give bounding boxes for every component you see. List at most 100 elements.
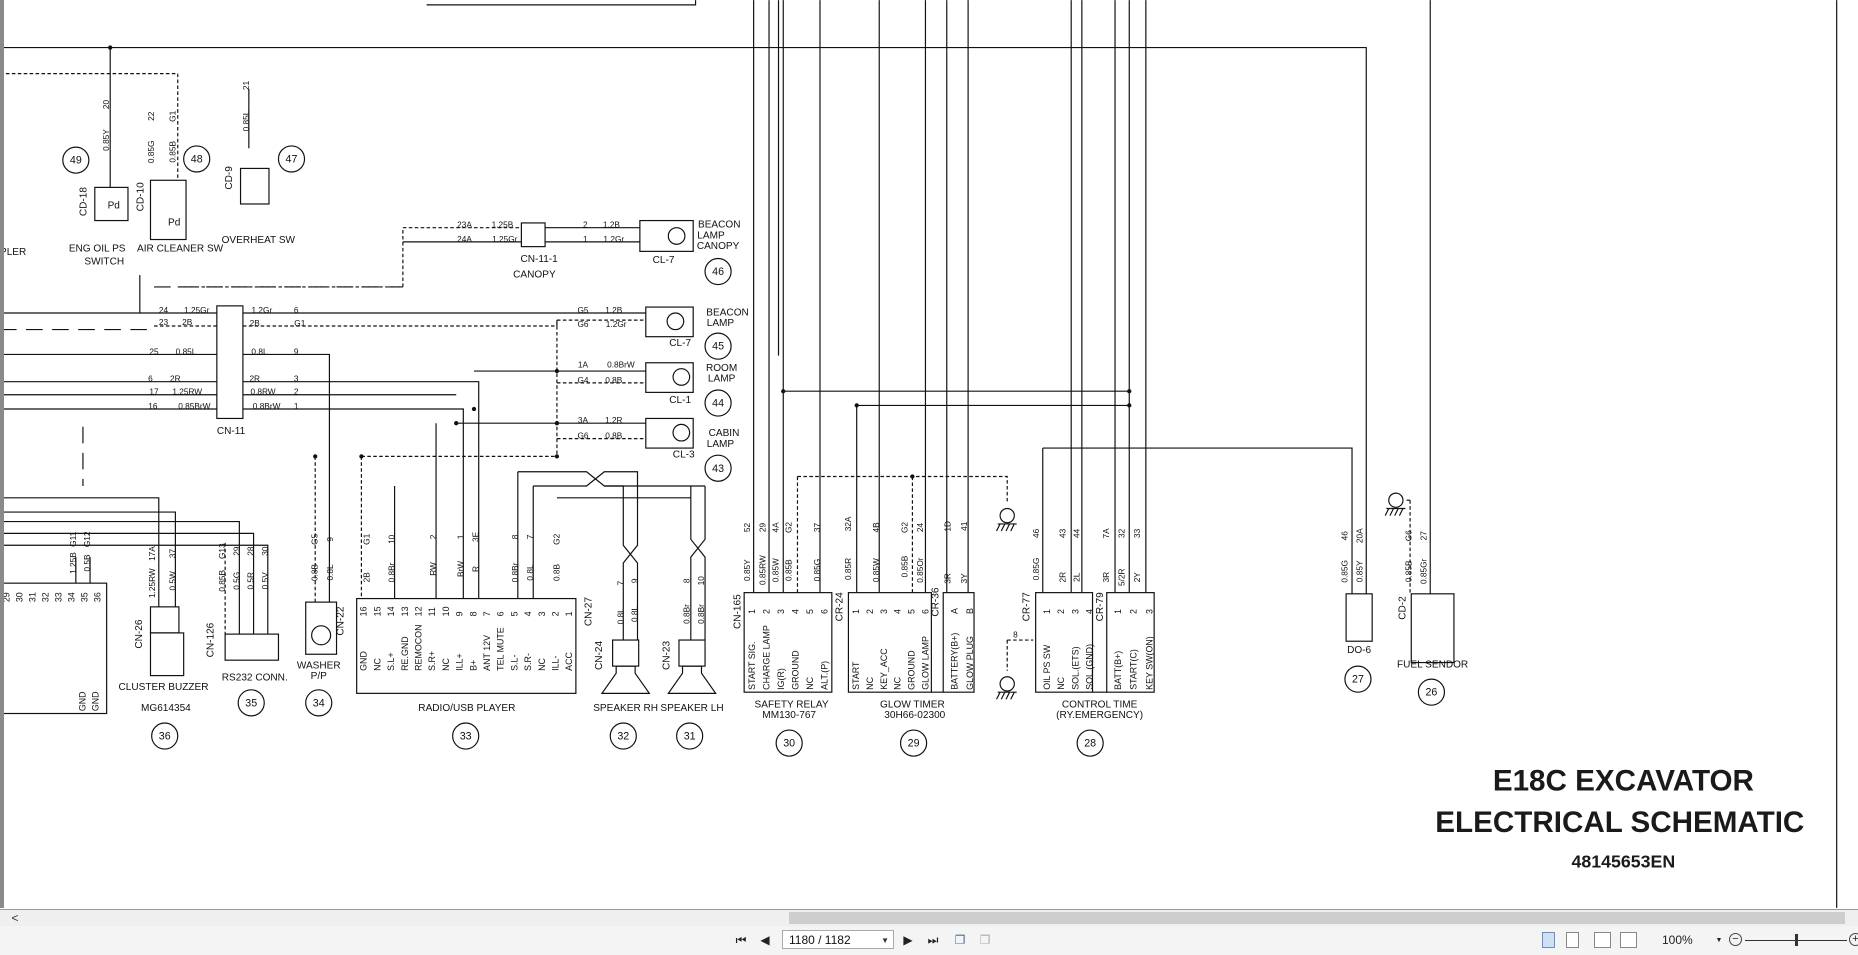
zoom-out-icon[interactable]: −: [1729, 933, 1742, 946]
relay-pin-label: IG(R): [776, 668, 786, 690]
wire-label: 17: [149, 387, 159, 397]
radio-pin-number: 11: [427, 607, 437, 616]
callout-number: 34: [313, 697, 325, 709]
wire-label: 24: [159, 305, 169, 315]
component-label: BEACON: [698, 220, 741, 231]
radio-pin-label: ACC: [564, 652, 574, 671]
wire-label: 0.5B: [82, 554, 92, 572]
wire-label: 24A: [457, 234, 472, 244]
relay-pin-label: GLOW LAMP: [920, 636, 930, 690]
first-page-icon[interactable]: ⏮: [735, 933, 747, 947]
relay-pin-number: 2: [865, 609, 875, 614]
copy-page-icon[interactable]: ❐: [954, 933, 966, 947]
document-number: 48145653EN: [1572, 852, 1676, 872]
junction-dot: [781, 389, 786, 394]
wire-label: G1: [362, 533, 372, 544]
wire-label: G6: [577, 319, 588, 329]
wire-label: 0.8B: [605, 431, 623, 441]
prev-page-icon[interactable]: ◀: [760, 933, 770, 947]
callout-number: 35: [245, 697, 257, 709]
component-label: CN-11: [217, 426, 246, 437]
relay-pin-label: BATTERY(B+): [949, 633, 959, 690]
zoom-dropdown-icon[interactable]: ▼: [1715, 937, 1723, 944]
wire-label: 28: [246, 546, 256, 556]
connector-id: CN-26: [134, 619, 145, 648]
wire-label: 41: [959, 521, 969, 531]
relay-pin-label: NC: [805, 676, 815, 689]
wire-label: 46: [1339, 531, 1349, 541]
relay-pin-number: 1: [747, 609, 757, 614]
wire-label: 0.85B: [784, 559, 794, 581]
wire-label: G2: [900, 522, 910, 533]
callout-circle: [704, 454, 732, 482]
horizontal-scrollbar[interactable]: <: [0, 909, 1858, 926]
radio-pin-number: 13: [400, 606, 410, 616]
cluster-gnd-label: GND: [77, 691, 87, 711]
ground-hatch: [996, 691, 1017, 700]
wire-label: G1: [294, 318, 305, 328]
callout-circle: [899, 729, 928, 757]
wire-label: 2B: [362, 572, 372, 583]
zoom-slider-thumb[interactable]: [1795, 934, 1798, 946]
wire-label: 9: [630, 578, 640, 583]
wire-label: 6: [148, 374, 153, 384]
cluster-pin-number: 34: [67, 592, 77, 602]
wire-label: 3R: [942, 573, 952, 584]
wire-label: 7: [615, 580, 625, 585]
wire-label: 29: [231, 546, 241, 556]
chevron-down-icon[interactable]: ▼: [881, 936, 889, 945]
wire-label: 2B: [250, 318, 261, 328]
last-page-icon[interactable]: ⏭: [927, 933, 939, 947]
zoom-level[interactable]: 100%: [1662, 933, 1693, 947]
scroll-left-button[interactable]: <: [11, 911, 19, 925]
pressure-switch-symbol: Pd: [108, 201, 120, 212]
ground-icon: [999, 507, 1015, 524]
page-number-input[interactable]: 1180 / 1182▼: [782, 930, 894, 949]
relay-pin-label: SOL.(ETS): [1070, 646, 1080, 689]
wire-label: 1A: [578, 359, 589, 369]
relay-pin-label: GLOW PLUG: [965, 636, 975, 690]
wire-label: 25: [149, 346, 159, 356]
wire-label: 2B: [182, 317, 193, 327]
paste-page-icon[interactable]: ❐: [979, 933, 991, 947]
wire: [0, 46, 1367, 594]
callout-number: 29: [908, 738, 920, 750]
scrollbar-thumb[interactable]: [789, 912, 1845, 924]
zoom-in-icon[interactable]: +: [1849, 933, 1858, 946]
connector-id: CN-22: [336, 606, 347, 635]
two-page-continuous-view-icon[interactable]: [1620, 932, 1637, 948]
relay-pin-label: NC: [893, 676, 903, 689]
relay-pin-label: BATT(B+): [1113, 651, 1123, 690]
two-page-view-icon[interactable]: [1594, 932, 1611, 948]
radio-pin-label: NC: [441, 657, 451, 670]
next-page-icon[interactable]: ▶: [903, 933, 913, 947]
component-label: RADIO/USB PLAYER: [418, 703, 515, 714]
relay-pin-number: 2: [761, 609, 771, 614]
single-page-view-icon[interactable]: [1542, 932, 1555, 948]
wire-label: 2L: [1071, 572, 1081, 582]
wire-label: 44: [1071, 528, 1081, 538]
relay-pin-label: ALT.(P): [820, 661, 830, 690]
component-label: CANOPY: [697, 241, 740, 252]
ground-icon: [1388, 492, 1404, 508]
continuous-view-icon[interactable]: [1566, 932, 1579, 948]
callout-number: 31: [684, 731, 696, 743]
wire-label: 0.8BrW: [607, 359, 635, 369]
wire-label: 0.5G: [231, 572, 241, 590]
cl-7-beacon-lamp: [645, 306, 694, 338]
cn-11-1-connector: [520, 222, 546, 248]
relay-pin-number: 6: [920, 609, 930, 614]
wire-label: 2Y: [1132, 572, 1142, 583]
wire-label: G6: [1403, 530, 1413, 541]
wire-label: 1.25Gr: [184, 305, 210, 315]
component-label: CL-1: [669, 395, 691, 406]
radio-pin-label: RE.GND: [400, 636, 410, 671]
wire-label: 6: [294, 305, 299, 315]
component-label: LAMP: [697, 230, 725, 241]
connector-id: CR-79: [1095, 592, 1106, 621]
component-label: CL-7: [669, 338, 691, 349]
component-label: MG614354: [141, 703, 191, 714]
relay-pin-label: START: [851, 661, 861, 690]
wire-label: 1.2Gr: [603, 234, 624, 244]
cr-79-connector: [1106, 592, 1155, 693]
